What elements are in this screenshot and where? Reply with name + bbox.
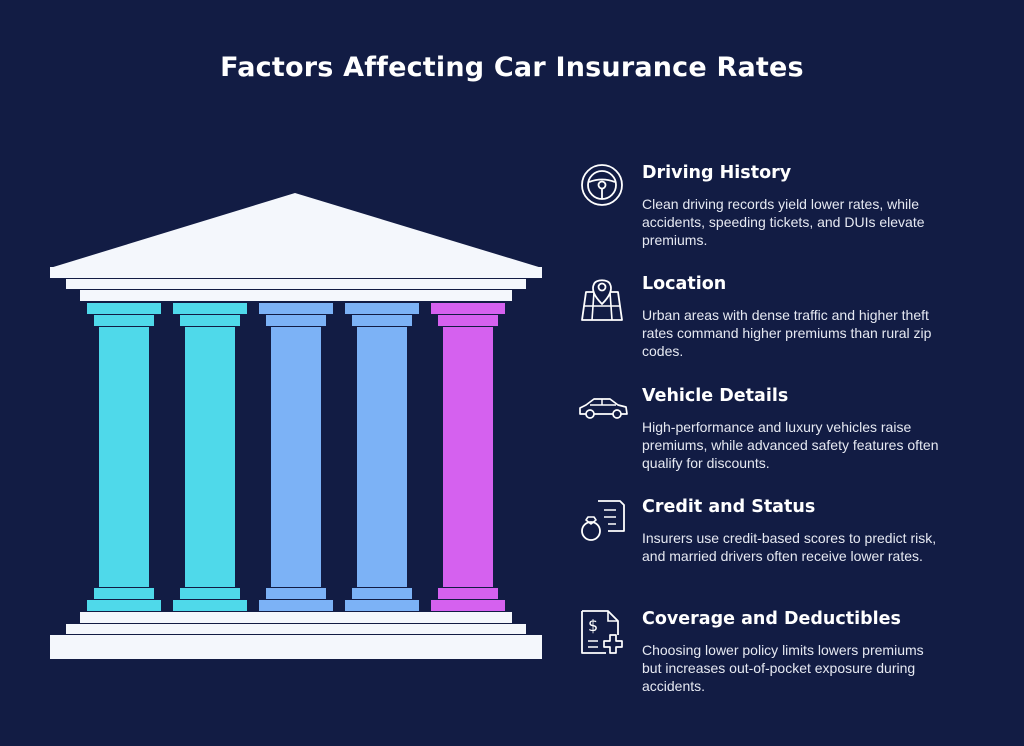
pillar-capital-bottom: [180, 315, 240, 326]
factor-name: Location: [642, 274, 727, 294]
dollar-document-plus-icon: $: [581, 610, 623, 654]
pillar-base-bottom: [431, 600, 505, 611]
pillar-shaft: [357, 327, 407, 587]
temple-diagram: [50, 193, 542, 659]
temple-roof: [50, 193, 542, 301]
temple-base: [50, 612, 542, 659]
factor-description: Clean driving records yield lower rates,…: [642, 196, 925, 248]
page-title: Factors Affecting Car Insurance Rates: [220, 52, 804, 83]
pillar-base-bottom: [345, 600, 419, 611]
steering-wheel-icon: [581, 164, 623, 206]
pillar-capital-bottom: [352, 315, 412, 326]
pillar-capital-top: [173, 303, 247, 314]
roof-pediment: [50, 193, 542, 268]
pillar-capital-top: [345, 303, 419, 314]
pillar-location: [173, 303, 247, 611]
pillar-capital-top: [87, 303, 161, 314]
pillar-capital-bottom: [438, 315, 498, 326]
factor-description: Choosing lower policy limits lowers prem…: [642, 642, 924, 694]
pillar-base-bottom: [259, 600, 333, 611]
pillar-shaft: [185, 327, 235, 587]
pillars-group: [87, 303, 505, 611]
pillar-base-top: [180, 588, 240, 599]
roof-base: [50, 267, 542, 278]
map-pin-icon: [581, 279, 623, 321]
pillar-capital-bottom: [94, 315, 154, 326]
factor-name: Coverage and Deductibles: [642, 609, 901, 629]
factor-name: Driving History: [642, 163, 792, 183]
pillar-shaft: [443, 327, 493, 587]
svg-text:$: $: [588, 616, 598, 635]
factor-description: Insurers use credit-based scores to pred…: [642, 530, 937, 564]
pillar-base-top: [94, 588, 154, 599]
base-step-bottom: [50, 635, 542, 659]
pillar-base-top: [438, 588, 498, 599]
factor-description: Urban areas with dense traffic and highe…: [642, 307, 932, 359]
pillar-base-bottom: [173, 600, 247, 611]
pillar-coverage-and-deductibles: [431, 303, 505, 611]
pillar-driving-history: [87, 303, 161, 611]
base-step-middle: [66, 624, 526, 634]
factor-name: Vehicle Details: [642, 386, 789, 406]
car-icon: [579, 398, 628, 419]
ring-document-icon: [581, 500, 625, 541]
pillar-capital-top: [431, 303, 505, 314]
pillar-base-bottom: [87, 600, 161, 611]
pillar-base-top: [352, 588, 412, 599]
factor-name: Credit and Status: [642, 497, 816, 517]
pillar-credit-and-status: [345, 303, 419, 611]
entablature-lower: [80, 290, 512, 301]
entablature-upper: [66, 279, 526, 289]
pillar-shaft: [99, 327, 149, 587]
factor-description: High-performance and luxury vehicles rai…: [642, 419, 939, 471]
pillar-base-top: [266, 588, 326, 599]
pillar-capital-bottom: [266, 315, 326, 326]
pillar-shaft: [271, 327, 321, 587]
base-step-top: [80, 612, 512, 623]
pillar-capital-top: [259, 303, 333, 314]
pillar-vehicle-details: [259, 303, 333, 611]
